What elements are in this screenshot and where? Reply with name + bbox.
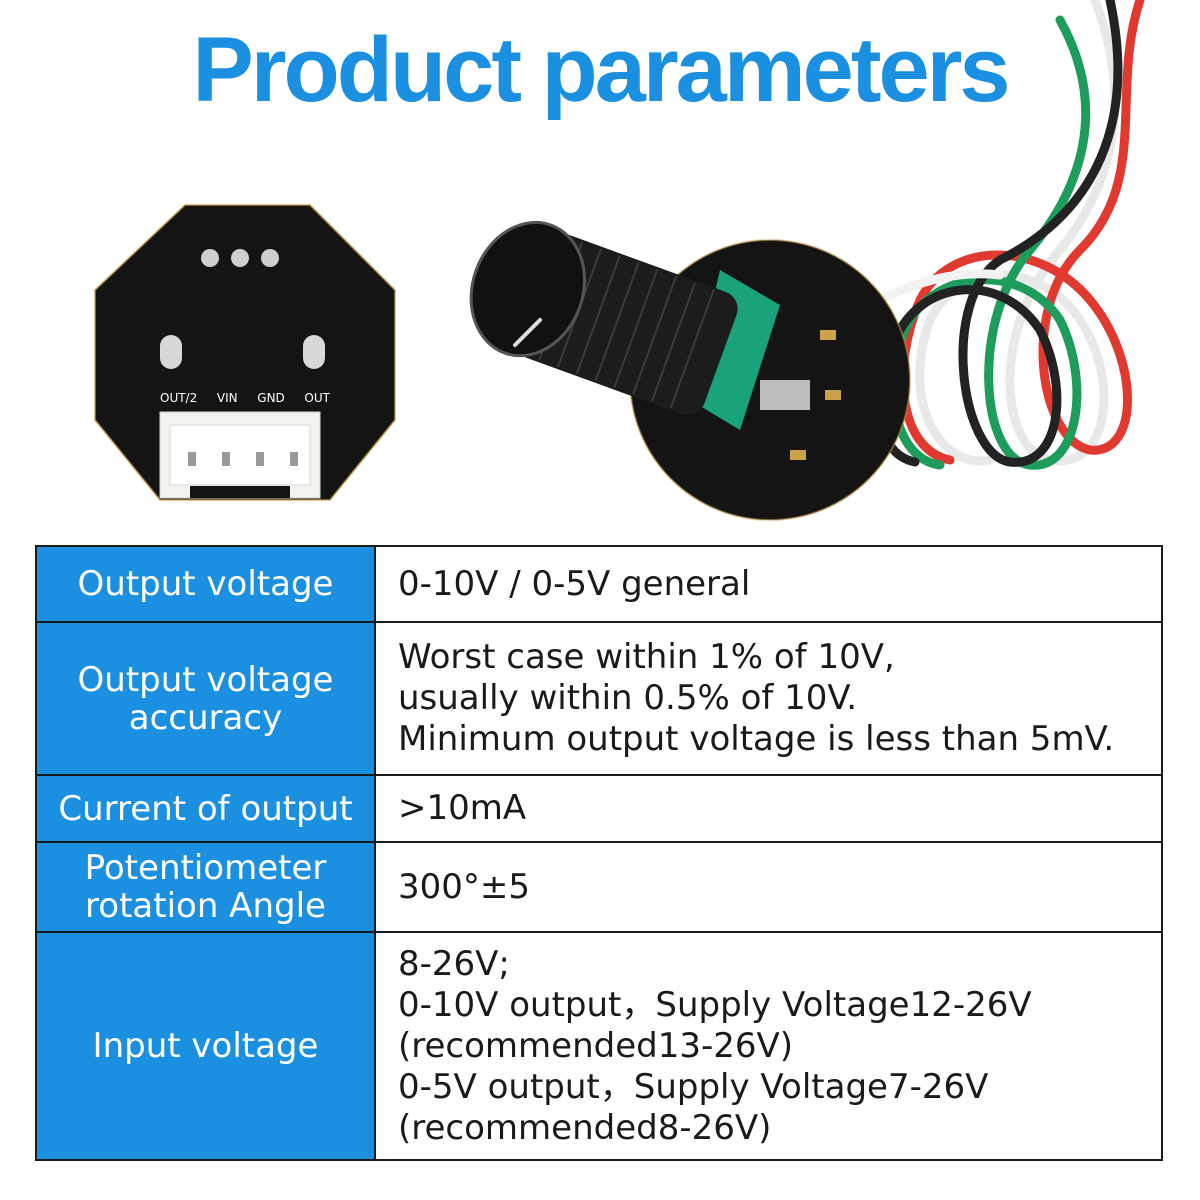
parameter-value-line: 300°±5 [398,866,531,907]
parameter-value-line: >10mA [398,788,527,828]
parameter-value-line: 0-10V / 0-5V general [398,563,751,604]
parameter-value-line: Worst case within 1% of 10V, [398,637,895,677]
table-row: Output voltage 0-10V / 0-5V general [35,545,1163,623]
board-front-view [469,0,1145,521]
parameter-value-line: 0-5V output，Supply Voltage7-26V [398,1066,989,1107]
parameter-name: Potentiometer rotation Angle [35,841,376,933]
board-back-view [94,204,396,501]
product-photo [94,0,1145,521]
parameter-name: Input voltage [35,931,376,1161]
parameter-value-line: 8-26V; [398,943,510,984]
table-row: Input voltage 8-26V; 0-10V output，Supply… [35,931,1163,1161]
parameter-name-line: Current of output [58,788,353,829]
parameter-value-line: usually within 0.5% of 10V. [398,678,858,718]
parameter-name: Output voltage accuracy [35,621,376,776]
page-title: Product parameters [192,19,1010,121]
parameter-value: Worst case within 1% of 10V, usually wit… [374,621,1163,776]
parameter-name: Current of output [35,774,376,843]
pin-label: VIN [216,391,238,405]
table-row: Output voltage accuracy Worst case withi… [35,621,1163,776]
parameter-name-line: Input voltage [92,1026,319,1066]
parameter-value: 8-26V; 0-10V output，Supply Voltage12-26V… [374,931,1163,1161]
pin-label: OUT [304,391,330,405]
parameter-value: 300°±5 [374,841,1163,933]
table-row: Current of output >10mA [35,774,1163,843]
parameter-name-line: rotation Angle [85,886,326,926]
parameter-value-line: (recommended13-26V) [398,1025,794,1066]
parameter-value: >10mA [374,774,1163,843]
parameter-name-line: Output voltage [77,564,334,604]
parameters-table: Output voltage 0-10V / 0-5V general Outp… [35,545,1163,1161]
parameter-name: Output voltage [35,545,376,623]
parameter-value-line: Minimum output voltage is less than 5mV. [398,719,1115,759]
parameter-value-line: 0-10V output，Supply Voltage12-26V [398,984,1032,1025]
pin-label: GND [257,391,285,405]
parameter-value-line: (recommended8-26V) [398,1107,772,1148]
parameter-name-line: Potentiometer [84,848,327,888]
pin-label: OUT/2 [160,391,198,405]
parameter-name-line: Output voltage [77,659,334,700]
parameter-value: 0-10V / 0-5V general [374,545,1163,623]
parameter-name-line: accuracy [128,697,283,738]
table-row: Potentiometer rotation Angle 300°±5 [35,841,1163,933]
board-pin-labels: OUT/2 VIN GND OUT [160,391,330,405]
